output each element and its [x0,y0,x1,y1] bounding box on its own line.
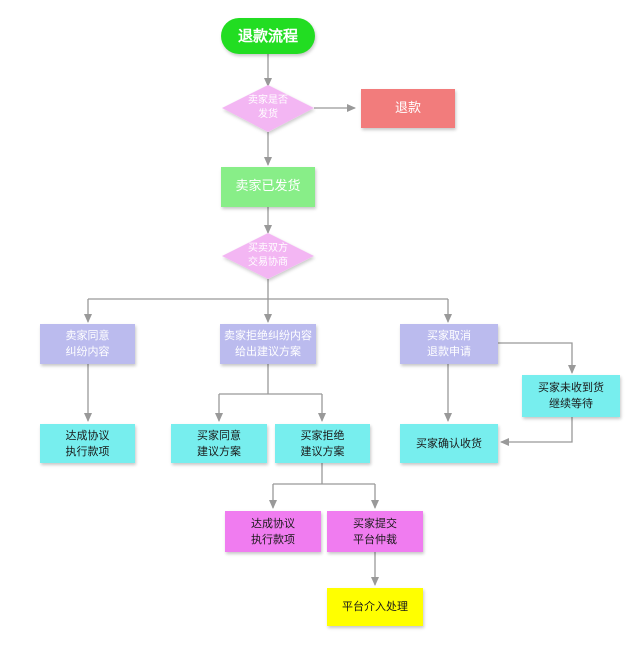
refund-node[interactable]: 退款 [361,89,455,128]
buyer-not-received-node[interactable]: 买家未收到货 继续等待 [522,375,620,417]
seller-agree-node[interactable]: 卖家同意 纠纷内容 [40,324,135,364]
decision-negotiate-label: 买卖双方 交易协商 [248,243,288,268]
buyer-submit-node[interactable]: 买家提交 平台仲裁 [327,511,423,552]
buyer-agree-node[interactable]: 买家同意 建议方案 [171,424,267,463]
decision-seller-shipped-label: 卖家是否 发货 [248,95,288,120]
seller-shipped-node[interactable]: 卖家已发货 [221,167,315,207]
agree-pay-node-2[interactable]: 达成协议 执行款项 [225,511,321,552]
agree-pay-node-1[interactable]: 达成协议 执行款项 [40,424,135,463]
seller-reject-node[interactable]: 卖家拒绝纠纷内容 给出建议方案 [220,324,316,364]
arrow-not-received-to-confirm [500,417,573,446]
platform-node[interactable]: 平台介入处理 [327,588,423,626]
buyer-reject-node[interactable]: 买家拒绝 建议方案 [275,424,370,463]
start-node[interactable]: 退款流程 [221,18,315,54]
decision-seller-shipped-diamond [222,85,314,132]
decision-negotiate-diamond [222,233,314,279]
buyer-confirm-node[interactable]: 买家确认收货 [400,424,498,463]
buyer-cancel-node[interactable]: 买家取消 退款申请 [400,324,498,364]
arrow-cancel-to-not-received [498,342,576,374]
